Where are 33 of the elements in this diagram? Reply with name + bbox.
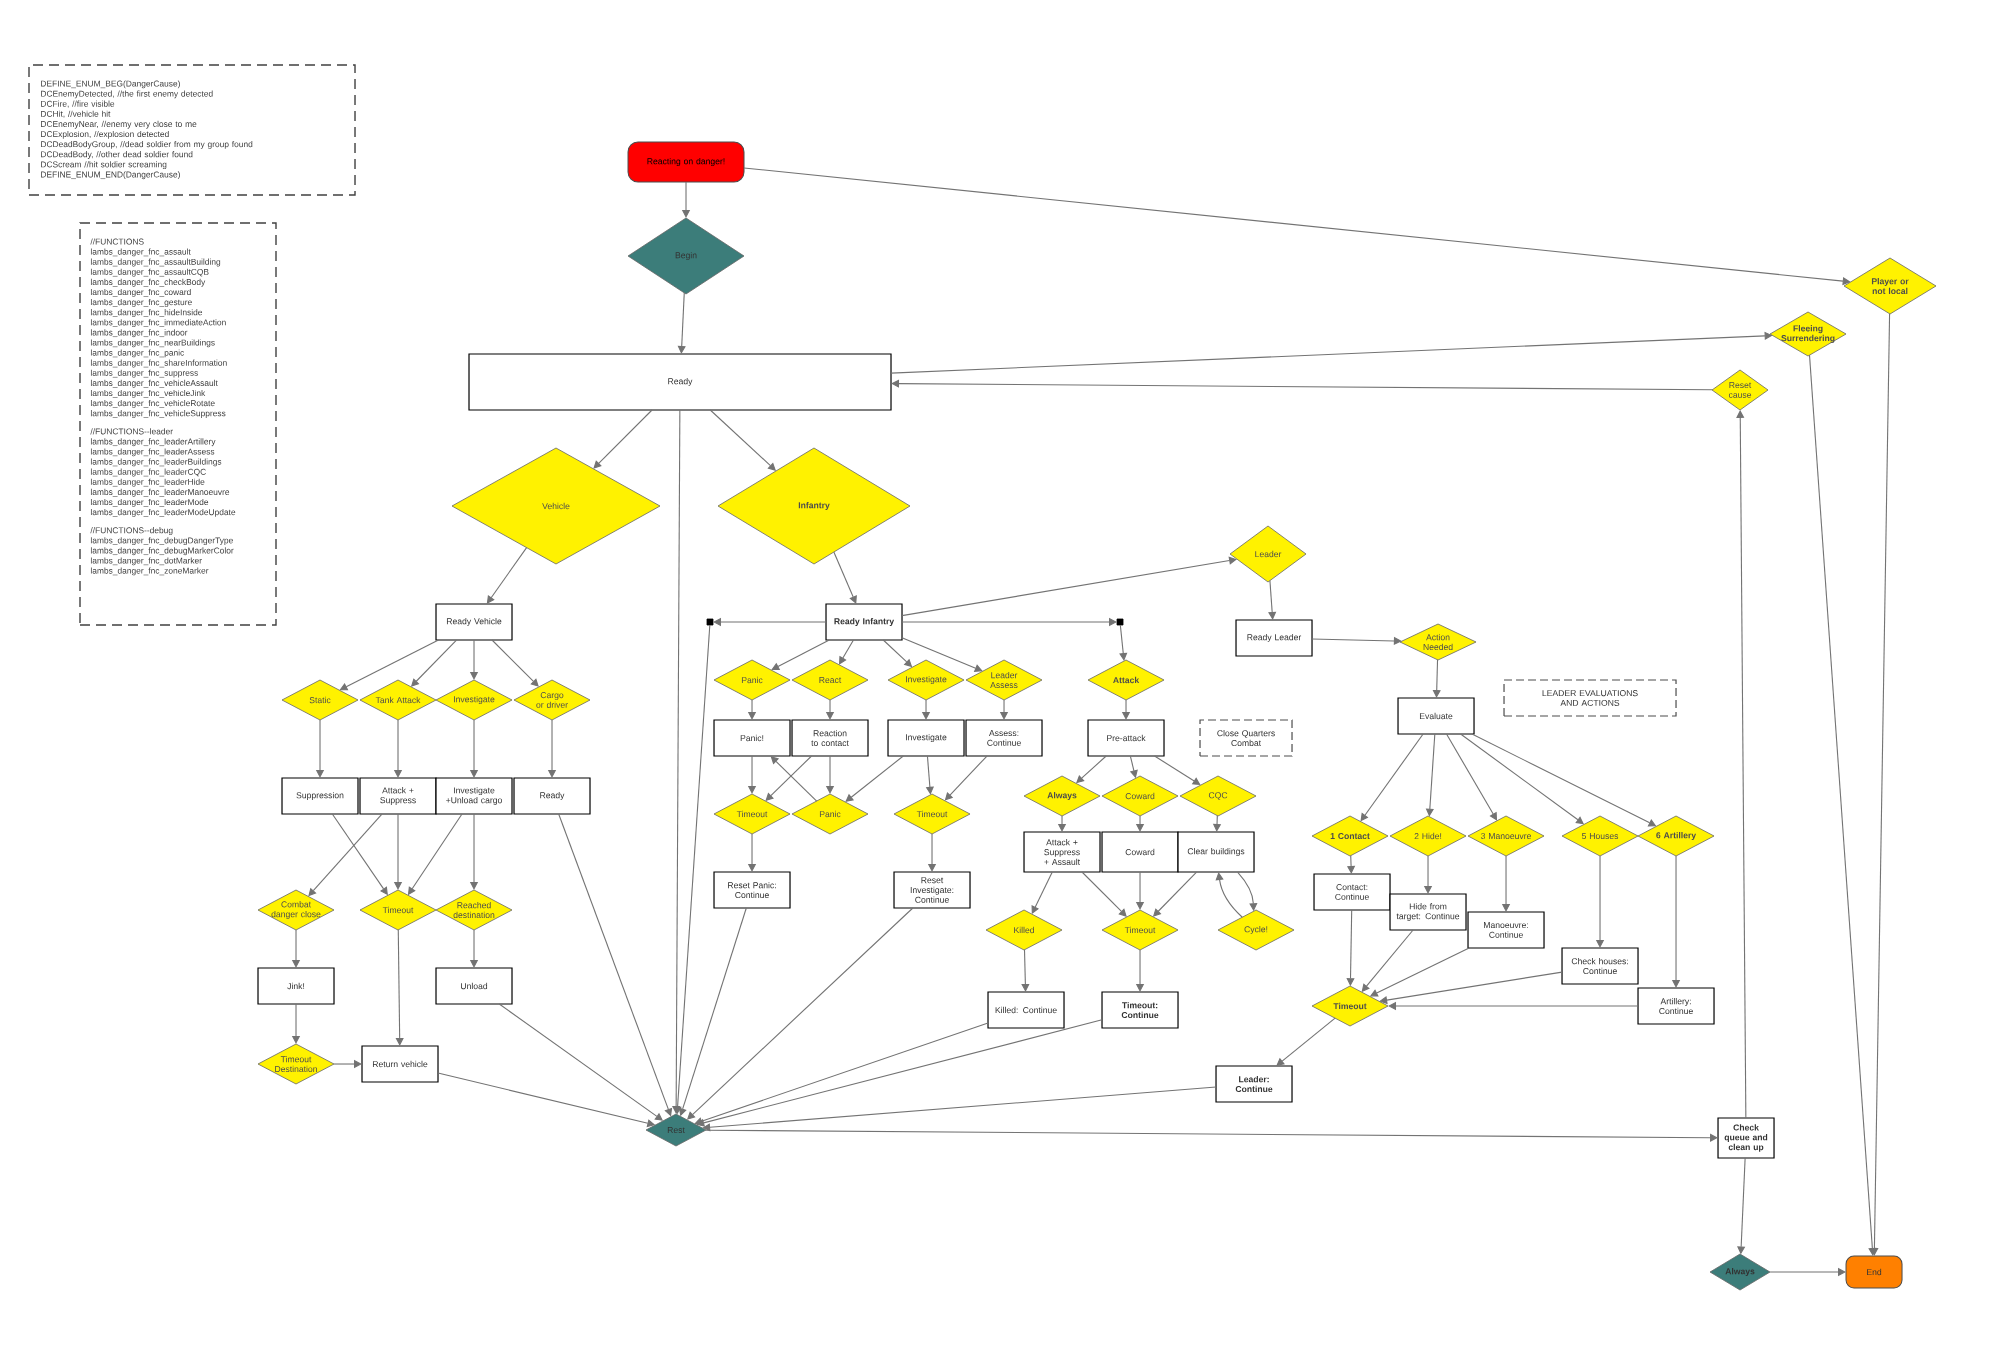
arrow: [1870, 313, 1891, 1256]
arrow: [1119, 624, 1128, 661]
arrow: [833, 551, 857, 604]
arrow: [696, 1019, 1103, 1127]
arrow: [1808, 354, 1877, 1256]
arrow: [1268, 580, 1277, 620]
arrow: [677, 292, 686, 354]
arrow: [771, 639, 830, 671]
arrow: [702, 1086, 1217, 1132]
arrow: [1360, 733, 1424, 822]
arrow: [901, 637, 983, 672]
arrow: [1081, 871, 1127, 917]
arrow: [694, 1022, 989, 1126]
arrow: [1379, 971, 1563, 1005]
arrow: [672, 409, 681, 1114]
arrow: [1445, 733, 1498, 821]
arrow: [839, 639, 854, 665]
arrow: [395, 929, 404, 1046]
arrow: [845, 755, 904, 802]
arrow: [891, 379, 1713, 391]
arrow: [593, 409, 653, 469]
arrow: [1076, 755, 1107, 784]
arrow: [1021, 949, 1030, 992]
arrow: [1432, 659, 1441, 698]
arrow: [705, 1129, 1718, 1142]
arrow: [491, 639, 539, 687]
arrow: [558, 813, 673, 1117]
arrow: [339, 639, 440, 691]
arrow: [486, 547, 528, 604]
arrow: [1276, 1017, 1336, 1066]
arrow: [308, 813, 383, 897]
arrow: [1215, 872, 1243, 918]
arrow: [944, 755, 988, 801]
